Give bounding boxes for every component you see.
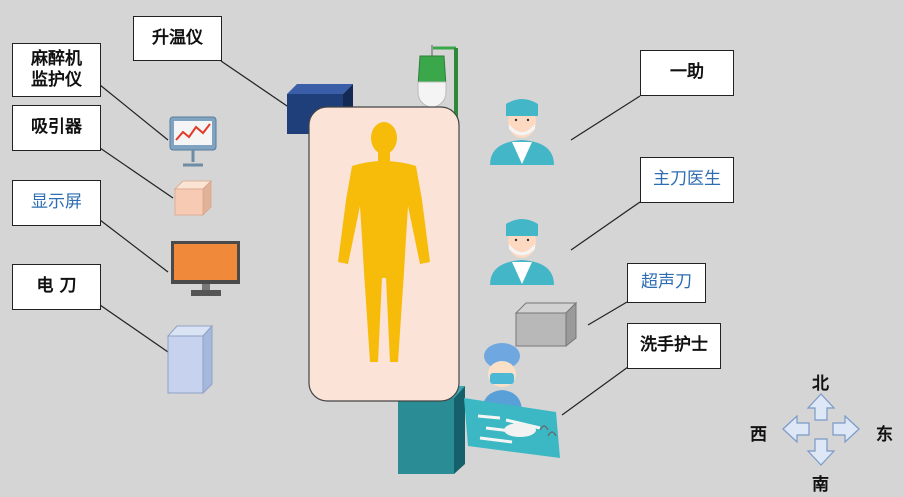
electrosurgical-unit-icon — [166, 324, 214, 395]
ultrasonic-scalpel-icon — [514, 301, 578, 348]
compass-north: 北 — [812, 374, 829, 394]
label-suction: 吸引器 — [12, 105, 101, 151]
compass-south: 南 — [812, 475, 829, 495]
patient-body-icon — [338, 122, 430, 362]
label-first-assistant: 一助 — [640, 50, 734, 96]
display-screen-icon — [171, 241, 240, 296]
compass-rose-icon — [782, 393, 860, 466]
label-warmer: 升温仪 — [133, 16, 222, 61]
label-display: 显示屏 — [12, 180, 101, 226]
label-scrub-nurse: 洗手护士 — [627, 323, 721, 369]
surgeon-icon — [490, 219, 554, 285]
scrub-nurse-icon — [464, 343, 560, 458]
label-surgeon: 主刀医生 — [640, 157, 734, 203]
suction-device-icon — [174, 180, 212, 216]
iv-drip-icon — [417, 45, 458, 170]
first-assistant-icon — [490, 99, 554, 165]
leader-lines — [99, 60, 641, 416]
compass-west: 西 — [750, 425, 767, 445]
compass-east: 东 — [876, 425, 893, 445]
label-electrosurgical: 电 刀 — [12, 264, 101, 310]
monitor-icon — [169, 116, 217, 167]
label-anesthesia-monitor: 麻醉机 监护仪 — [12, 43, 101, 97]
label-ultrasonic-scalpel: 超声刀 — [627, 263, 706, 303]
